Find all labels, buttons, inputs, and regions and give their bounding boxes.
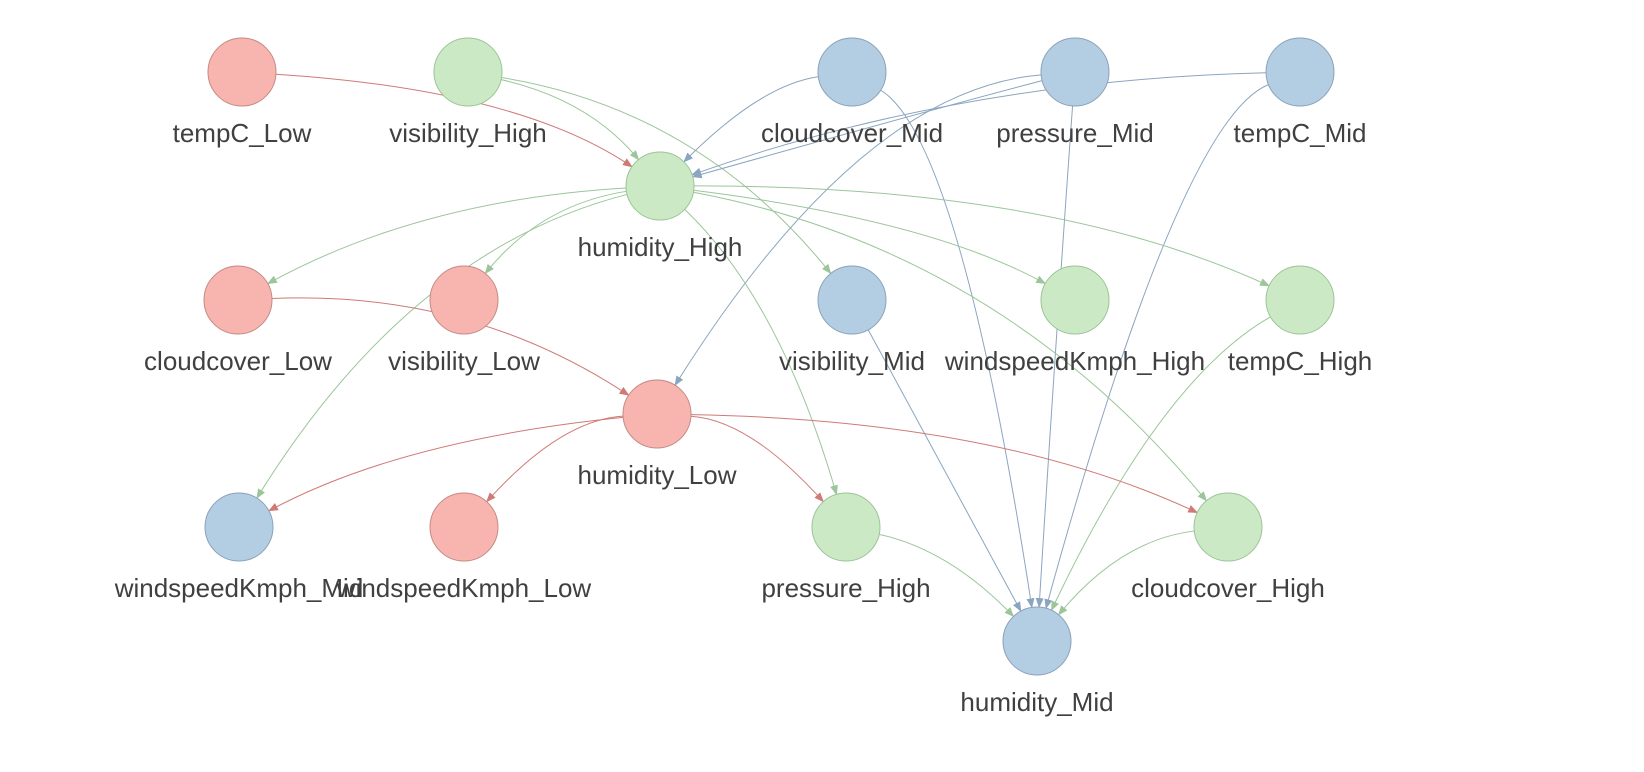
node-circle-windspeedKmph_High[interactable] (1040, 265, 1110, 335)
edge-humidity_High-to-windspeedKmph_Mid (256, 193, 628, 499)
edge-humidity_Low-to-windspeedKmph_Low (486, 415, 624, 503)
node-label-cloudcover_Mid: cloudcover_Mid (761, 118, 943, 148)
edge-cloudcover_Mid-to-humidity_High (683, 76, 819, 163)
edge-humidity_Low-to-windspeedKmph_Mid (268, 416, 624, 512)
node-windspeedKmph_Low[interactable]: windspeedKmph_Low (336, 492, 592, 603)
edge-visibility_Mid-to-humidity_Mid (867, 329, 1022, 612)
node-circle-tempC_High[interactable] (1265, 265, 1335, 335)
edge-humidity_High-to-tempC_High (693, 185, 1271, 287)
node-circle-visibility_Low[interactable] (429, 265, 499, 335)
edge-tempC_Low-to-humidity_High (275, 73, 633, 168)
node-circle-tempC_Low[interactable] (207, 37, 277, 107)
edge-cloudcover_Mid-to-humidity_Mid (880, 89, 1035, 609)
node-label-visibility_Mid: visibility_Mid (779, 346, 925, 376)
node-label-humidity_High: humidity_High (578, 232, 743, 262)
edge-visibility_High-to-visibility_Mid (501, 77, 832, 275)
node-circle-visibility_Mid[interactable] (817, 265, 887, 335)
node-tempC_High[interactable]: tempC_High (1228, 265, 1373, 376)
edge-humidity_High-to-visibility_Low (484, 190, 627, 275)
node-circle-visibility_High[interactable] (433, 37, 503, 107)
node-circle-humidity_Mid[interactable] (1002, 606, 1072, 676)
node-circle-windspeedKmph_Mid[interactable] (204, 492, 274, 562)
edge-cloudcover_High-to-humidity_Mid (1057, 530, 1195, 616)
edge-humidity_Low-to-cloudcover_High (690, 414, 1199, 514)
edge-tempC_High-to-humidity_Mid (1051, 316, 1271, 612)
node-label-windspeedKmph_Low: windspeedKmph_Low (336, 573, 592, 603)
node-pressure_High[interactable]: pressure_High (761, 492, 931, 603)
edge-pressure_High-to-humidity_Mid (879, 533, 1015, 618)
node-label-pressure_High: pressure_High (761, 573, 930, 603)
edges-layer (256, 72, 1271, 618)
node-label-humidity_Low: humidity_Low (578, 460, 737, 490)
node-label-cloudcover_High: cloudcover_High (1131, 573, 1325, 603)
node-circle-humidity_High[interactable] (625, 151, 695, 221)
node-label-windspeedKmph_High: windspeedKmph_High (944, 346, 1205, 376)
edge-tempC_Mid-to-humidity_Mid (1044, 84, 1269, 610)
node-circle-windspeedKmph_Low[interactable] (429, 492, 499, 562)
node-label-pressure_Mid: pressure_Mid (996, 118, 1154, 148)
node-circle-cloudcover_High[interactable] (1193, 492, 1263, 562)
node-windspeedKmph_Mid[interactable]: windspeedKmph_Mid (114, 492, 364, 603)
node-label-tempC_Low: tempC_Low (173, 118, 312, 148)
edge-visibility_High-to-humidity_High (501, 79, 640, 161)
edge-humidity_Low-to-pressure_High (690, 415, 824, 503)
node-label-cloudcover_Low: cloudcover_Low (144, 346, 332, 376)
node-windspeedKmph_High[interactable]: windspeedKmph_High (944, 265, 1205, 376)
node-circle-cloudcover_Low[interactable] (203, 265, 273, 335)
edge-humidity_High-to-pressure_High (684, 209, 838, 496)
node-visibility_Low[interactable]: visibility_Low (388, 265, 540, 376)
node-tempC_Low[interactable]: tempC_Low (173, 37, 312, 148)
node-visibility_Mid[interactable]: visibility_Mid (779, 265, 925, 376)
node-circle-pressure_Mid[interactable] (1040, 37, 1110, 107)
node-circle-tempC_Mid[interactable] (1265, 37, 1335, 107)
node-cloudcover_Mid[interactable]: cloudcover_Mid (761, 37, 943, 148)
node-pressure_Mid[interactable]: pressure_Mid (996, 37, 1154, 148)
edge-pressure_Mid-to-humidity_High (691, 80, 1043, 179)
edge-tempC_Mid-to-humidity_High (691, 72, 1267, 176)
node-label-visibility_High: visibility_High (389, 118, 547, 148)
node-label-tempC_High: tempC_High (1228, 346, 1373, 376)
node-circle-humidity_Low[interactable] (622, 379, 692, 449)
node-cloudcover_High[interactable]: cloudcover_High (1131, 492, 1325, 603)
node-circle-cloudcover_Mid[interactable] (817, 37, 887, 107)
node-visibility_High[interactable]: visibility_High (389, 37, 547, 148)
node-circle-pressure_High[interactable] (811, 492, 881, 562)
node-cloudcover_Low[interactable]: cloudcover_Low (144, 265, 332, 376)
edge-humidity_High-to-cloudcover_Low (266, 187, 627, 285)
node-humidity_Mid[interactable]: humidity_Mid (960, 606, 1114, 717)
node-humidity_Low[interactable]: humidity_Low (578, 379, 737, 490)
edge-humidity_High-to-windspeedKmph_High (693, 189, 1047, 285)
node-label-visibility_Low: visibility_Low (388, 346, 540, 376)
edge-humidity_High-to-cloudcover_High (693, 191, 1208, 502)
node-tempC_Mid[interactable]: tempC_Mid (1234, 37, 1367, 148)
node-label-humidity_Mid: humidity_Mid (960, 687, 1113, 717)
edge-pressure_Mid-to-humidity_Low (674, 74, 1042, 387)
node-humidity_High[interactable]: humidity_High (578, 151, 743, 262)
node-label-windspeedKmph_Mid: windspeedKmph_Mid (114, 573, 364, 603)
node-label-tempC_Mid: tempC_Mid (1234, 118, 1367, 148)
